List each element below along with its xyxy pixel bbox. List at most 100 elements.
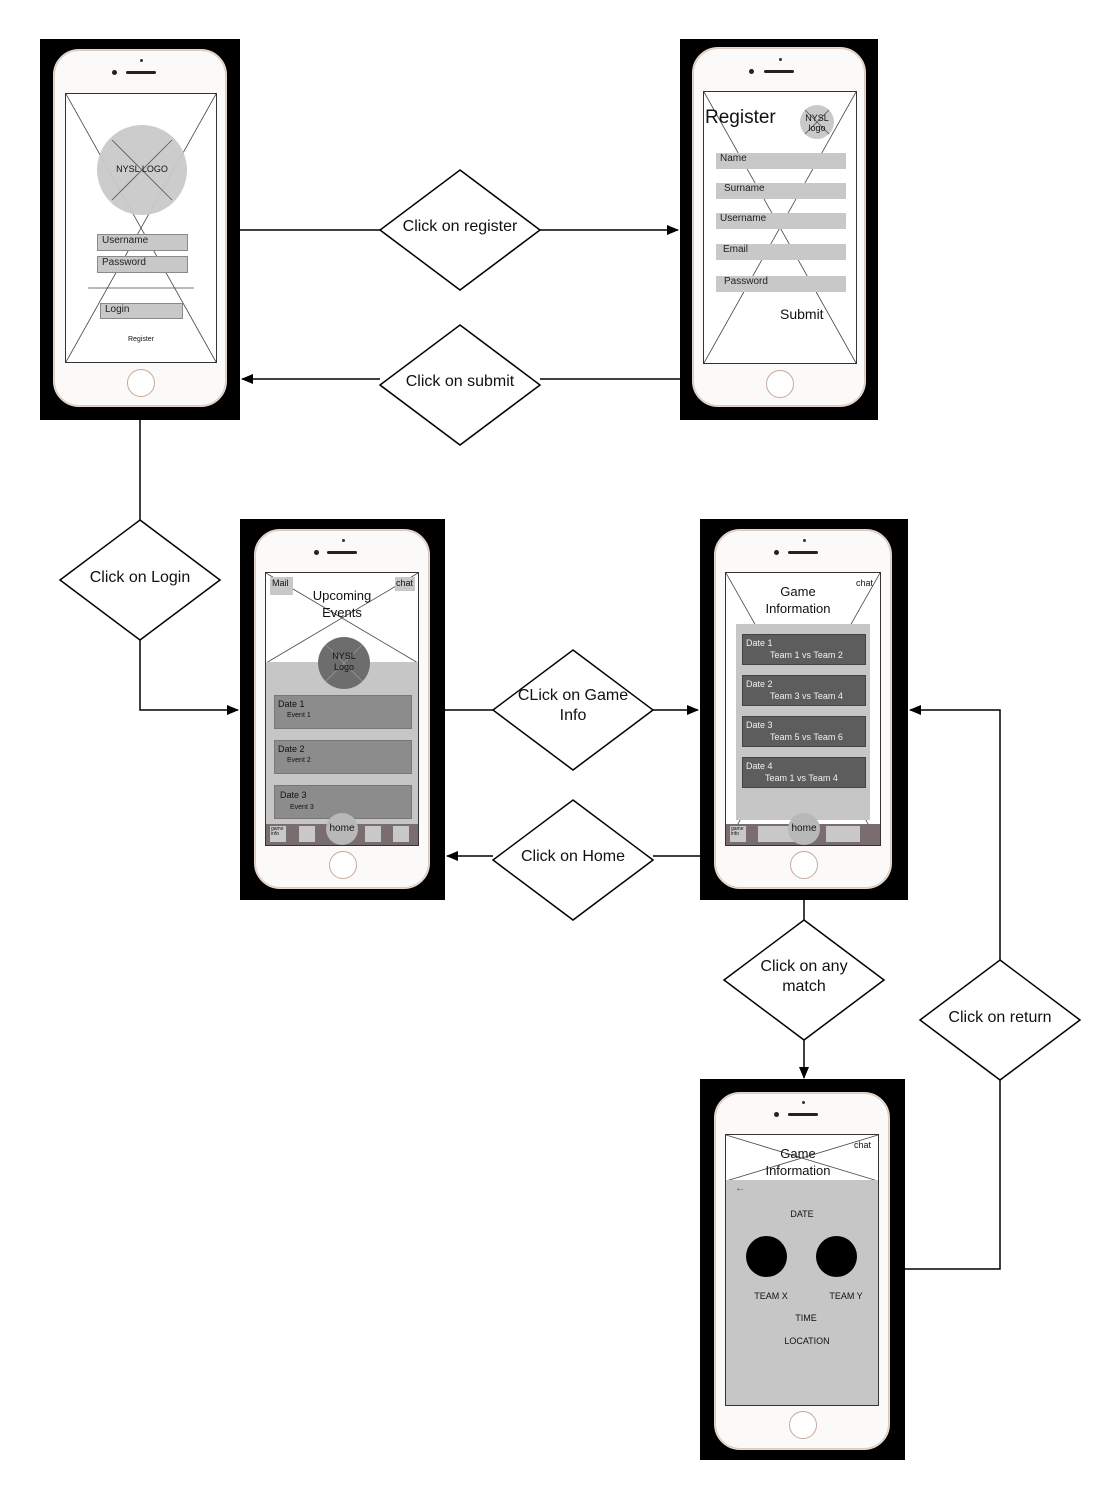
placeholder-cross xyxy=(66,94,216,362)
nav-label-line: info xyxy=(271,831,280,837)
register-logo-text: NYSL logo xyxy=(800,113,834,133)
match-card[interactable]: Date 4 Team 1 vs Team 4 xyxy=(742,757,866,788)
connector-arrow xyxy=(909,705,1001,960)
match-card[interactable]: Date 2 Team 3 vs Team 4 xyxy=(742,675,866,706)
password-field[interactable]: Password xyxy=(716,276,846,292)
speaker xyxy=(126,71,156,74)
camera xyxy=(774,550,779,555)
title-line: Upcoming xyxy=(312,588,372,603)
match-teams: Team 5 vs Team 6 xyxy=(770,732,843,742)
camera xyxy=(774,1112,779,1117)
connector-arrow xyxy=(139,640,239,715)
nav-game-info[interactable]: game info xyxy=(270,826,286,842)
chat-button[interactable]: chat xyxy=(856,578,874,588)
title-line: Game xyxy=(780,1146,816,1161)
sensor xyxy=(779,58,782,61)
decision-diamond-submit xyxy=(378,324,542,446)
chat-button[interactable]: chat xyxy=(395,577,415,591)
header-cross xyxy=(726,1135,878,1181)
username-field[interactable]: Username xyxy=(97,234,188,251)
name-field[interactable]: Name xyxy=(716,153,846,169)
team-y-label: TEAM Y xyxy=(829,1291,863,1301)
mail-button[interactable]: Mail xyxy=(270,577,293,595)
home-button-icon xyxy=(790,851,818,879)
username-field[interactable]: Username xyxy=(716,213,846,229)
logo-line: NYSL xyxy=(332,651,356,661)
match-date: Date 1 xyxy=(746,638,773,648)
decision-label-register: Click on register xyxy=(402,218,518,235)
match-card[interactable]: Date 1 Team 1 vs Team 2 xyxy=(742,634,866,665)
connector-line xyxy=(905,1080,1001,1270)
phone-body: Register NYSL logo Name Surname Username… xyxy=(692,47,866,407)
submit-button[interactable]: Submit xyxy=(780,306,824,322)
decision-label-any-match: Click on any match xyxy=(729,955,879,999)
phone-login: NYSL LOGO Username Password Login Regist… xyxy=(40,39,240,420)
login-screen: NYSL LOGO Username Password Login Regist… xyxy=(65,93,217,363)
event-card[interactable]: Date 1 Event 1 xyxy=(274,695,412,729)
event-date: Date 3 xyxy=(280,790,307,800)
nav-slot[interactable] xyxy=(365,826,381,842)
register-link[interactable]: Register xyxy=(127,336,155,343)
decision-label-login: Click on Login xyxy=(89,569,191,586)
decision-diamond-home xyxy=(491,799,655,921)
camera xyxy=(314,550,319,555)
decision-diamond-login xyxy=(58,519,222,641)
nav-slot[interactable] xyxy=(299,826,315,842)
back-arrow-icon[interactable]: ← xyxy=(735,1183,745,1194)
decision-label-line: Info xyxy=(559,707,587,724)
nav-label-line: game xyxy=(271,826,284,832)
nav-game-info[interactable]: game info xyxy=(730,826,746,842)
home-button-icon xyxy=(127,369,155,397)
title-line: Information xyxy=(765,601,831,616)
login-button[interactable]: Login xyxy=(100,303,183,319)
game-info-title: Game Information xyxy=(748,583,848,617)
match-time: TIME xyxy=(795,1313,817,1323)
decision-label-submit: Click on submit xyxy=(405,373,515,390)
phone-game-info: Game Information chat Date 1 Team 1 vs T… xyxy=(700,519,908,900)
phone-events: Mail chat Upcoming Events NYSL Logo Date… xyxy=(240,519,445,900)
decision-diamond-any-match xyxy=(722,919,886,1041)
nav-slot[interactable] xyxy=(393,826,409,842)
match-detail-screen: Game Information chat ← DATE TEAM X TEAM… xyxy=(725,1134,879,1406)
register-logo-cross xyxy=(804,109,830,135)
email-field[interactable]: Email xyxy=(716,244,846,260)
sensor xyxy=(342,539,345,542)
events-logo-text: NYSL Logo xyxy=(318,651,370,673)
match-date: Date 2 xyxy=(746,679,773,689)
home-button-icon xyxy=(789,1411,817,1439)
register-screen: Register NYSL logo Name Surname Username… xyxy=(703,91,857,364)
events-logo-cross xyxy=(325,644,363,682)
decision-label-line: match xyxy=(782,978,826,995)
team-x-label: TEAM X xyxy=(754,1291,788,1301)
nav-slot[interactable] xyxy=(758,826,794,842)
nav-slot[interactable] xyxy=(826,826,860,842)
match-card[interactable]: Date 3 Team 5 vs Team 6 xyxy=(742,716,866,747)
event-card[interactable]: Date 2 Event 2 xyxy=(274,740,412,774)
phone-match-detail: Game Information chat ← DATE TEAM X TEAM… xyxy=(700,1079,905,1460)
title-line: Events xyxy=(322,605,362,620)
password-field[interactable]: Password xyxy=(97,256,188,273)
home-button-icon xyxy=(766,370,794,398)
phone-body: NYSL LOGO Username Password Login Regist… xyxy=(53,49,227,407)
sensor xyxy=(802,1101,805,1104)
decision-label-line: CLick on Game xyxy=(517,687,629,704)
logo-line: Logo xyxy=(333,662,355,672)
detail-panel xyxy=(726,1180,878,1405)
nav-label-line: game xyxy=(731,826,744,832)
nav-label-line: info xyxy=(731,831,740,837)
login-logo-text: NYSL LOGO xyxy=(116,164,168,174)
speaker xyxy=(764,70,794,73)
event-name: Event 3 xyxy=(290,804,314,811)
nav-home-button[interactable]: home xyxy=(326,813,358,845)
decision-label-line: Click on any xyxy=(760,958,848,975)
team-x-logo xyxy=(746,1236,787,1277)
decision-label-game-info: CLick on Game Info xyxy=(498,684,648,728)
nav-home-button[interactable]: home xyxy=(788,813,820,845)
events-screen: Mail chat Upcoming Events NYSL Logo Date… xyxy=(265,572,419,846)
logo-cross xyxy=(111,139,173,201)
event-name: Event 2 xyxy=(287,757,311,764)
surname-field[interactable]: Surname xyxy=(716,183,846,199)
phone-body: Mail chat Upcoming Events NYSL Logo Date… xyxy=(254,529,430,889)
chat-button[interactable]: chat xyxy=(854,1140,872,1150)
